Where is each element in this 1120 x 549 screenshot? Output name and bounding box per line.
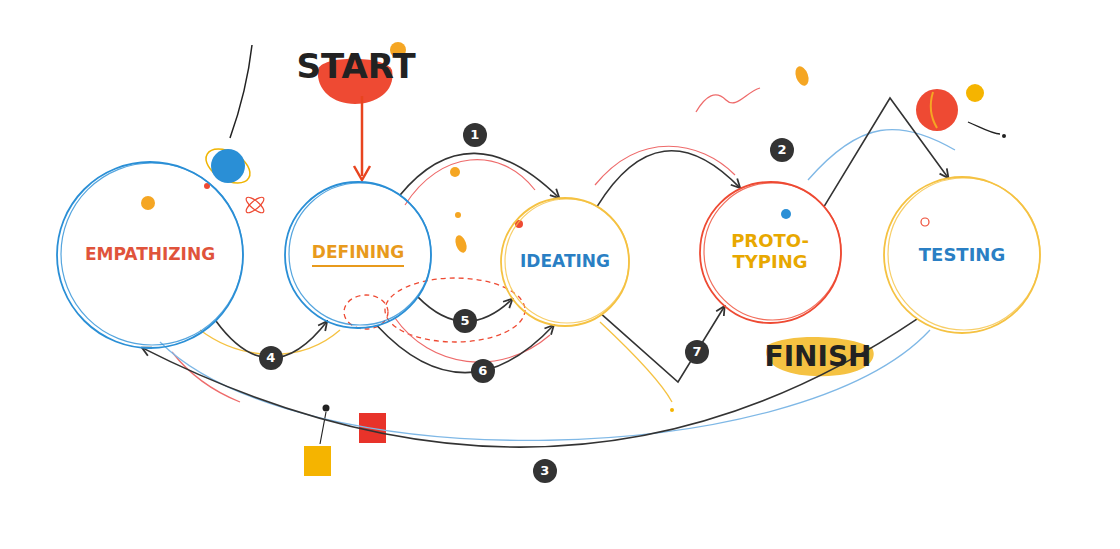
dot [966, 84, 984, 102]
stroke [600, 322, 672, 402]
stage-circle: TESTING [882, 175, 1042, 335]
dot [141, 196, 155, 210]
connector [824, 98, 948, 207]
connector [400, 153, 560, 198]
stroke [320, 412, 326, 444]
circle-stroke [289, 183, 431, 325]
dot [450, 167, 460, 177]
circle-stroke [704, 183, 841, 320]
stage-circle: DEFINING [283, 180, 433, 330]
stage-label: IDEATING [520, 252, 610, 272]
square [304, 446, 331, 476]
connector [597, 151, 740, 207]
finish-label: FINISH [765, 340, 872, 373]
stroke [931, 92, 937, 128]
sparkle [921, 218, 929, 226]
stroke [968, 122, 1000, 134]
start-arrow [361, 96, 364, 176]
stage-circle: EMPATHIZING [55, 160, 245, 350]
stage-label: PROTO- TYPING [724, 231, 816, 272]
stage-label: EMPATHIZING [85, 245, 215, 265]
circle-stroke [501, 198, 629, 326]
stroke [160, 330, 930, 440]
callout-number: 5 [453, 309, 477, 333]
callout-number: 4 [259, 346, 283, 370]
stage-circle: PROTO- TYPING [698, 180, 843, 325]
circle-stroke [884, 177, 1040, 333]
callout-number: 2 [770, 138, 794, 162]
squiggle [696, 88, 760, 112]
callout-number: 7 [685, 340, 709, 364]
text-wrap: TESTING [919, 245, 1005, 266]
circle-stroke [285, 182, 431, 328]
red-ball [916, 89, 958, 131]
dot [781, 209, 791, 219]
planet [211, 149, 245, 183]
circle-stroke [888, 178, 1040, 330]
dot [323, 405, 330, 412]
callout-number: 6 [471, 359, 495, 383]
dot [453, 234, 469, 254]
arrow-head [354, 166, 370, 180]
sparkle [244, 195, 266, 215]
stroke [230, 45, 252, 138]
callout-number: 3 [533, 459, 557, 483]
stage-circle: IDEATING [499, 196, 631, 328]
sparkle [244, 195, 266, 215]
stroke [808, 129, 955, 180]
text-wrap: DEFINING [312, 243, 404, 267]
callout-number: 1 [463, 123, 487, 147]
dot [670, 408, 674, 412]
dot [455, 212, 461, 218]
circle-stroke [57, 162, 243, 348]
text-wrap: EMPATHIZING [85, 245, 215, 265]
stage-label: DEFINING [312, 243, 404, 267]
start-label: START [296, 46, 415, 86]
circle-stroke [700, 182, 841, 323]
connector [602, 306, 725, 382]
text-wrap: IDEATING [520, 252, 610, 272]
circle-stroke [505, 199, 629, 323]
stage-label: TESTING [919, 245, 1005, 266]
text-wrap: PROTO- TYPING [724, 231, 816, 272]
connector [142, 319, 917, 447]
dot [793, 65, 811, 88]
stroke [405, 160, 535, 205]
circle-stroke [61, 163, 243, 345]
dot [1002, 134, 1006, 138]
